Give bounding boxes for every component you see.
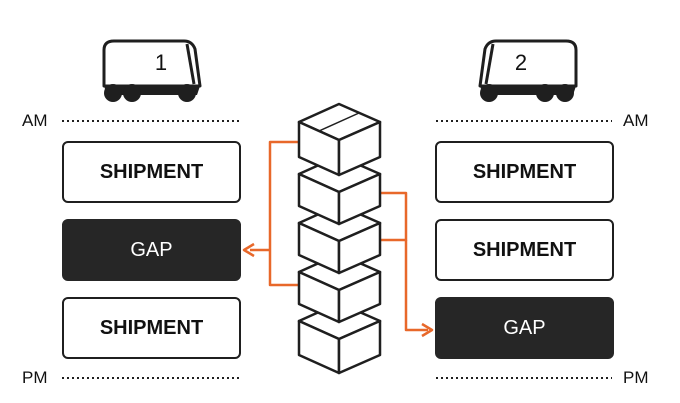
right-bracket-line (378, 191, 408, 242)
am-label-left: AM (22, 111, 48, 130)
pm-label-left: PM (22, 368, 48, 387)
package-1-icon (297, 102, 382, 177)
left-slot-1-shipment: SHIPMENT (62, 141, 241, 203)
right-slot-3-gap: GAP (435, 297, 614, 359)
right-slot-2-shipment: SHIPMENT (435, 219, 614, 281)
reallocation-arrows (242, 140, 434, 338)
am-label-right: AM (623, 111, 649, 130)
time-lines (62, 120, 612, 379)
delivery-robot-2-icon (478, 39, 578, 102)
vehicle-1-number: 1 (154, 50, 168, 75)
delivery-robot-1-icon (102, 39, 202, 102)
left-slot-2-gap: GAP (62, 219, 241, 281)
package-stack (297, 102, 382, 375)
left-bracket-line (268, 140, 300, 287)
right-slot-1-shipment: SHIPMENT (435, 141, 614, 203)
right-down-line (404, 240, 428, 332)
left-slot-3-shipment: SHIPMENT (62, 297, 241, 359)
left-arrow-head-icon (242, 242, 255, 258)
pm-label-right: PM (623, 368, 649, 387)
right-arrow-head-icon (421, 322, 434, 338)
vehicle-2-number: 2 (514, 50, 528, 75)
